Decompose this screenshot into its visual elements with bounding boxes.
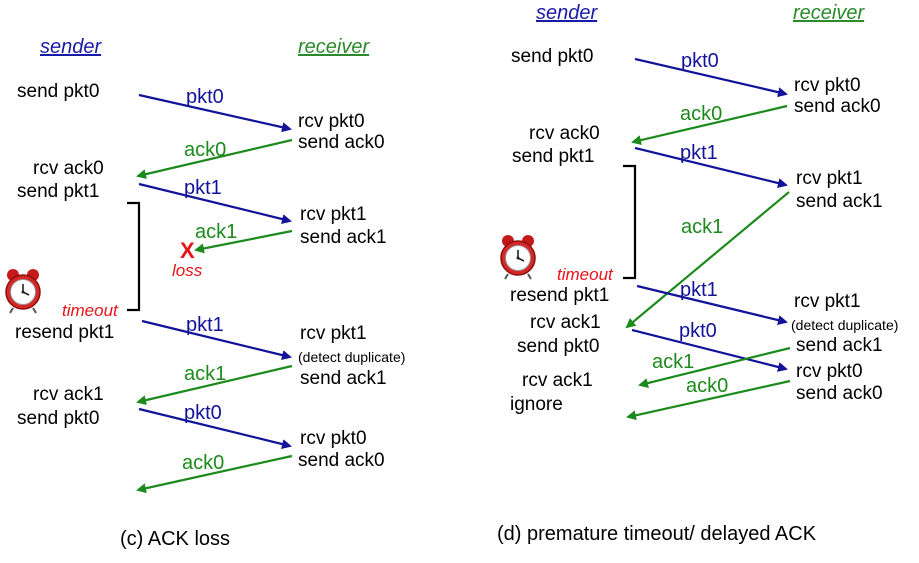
timeout-label: timeout <box>62 301 119 320</box>
sender-event: rcv ack1 <box>33 384 104 405</box>
message-label: ack1 <box>681 216 723 238</box>
sender-event: rcv ack0 <box>529 123 600 144</box>
packet-arrow <box>631 328 788 372</box>
receiver-event: rcv pkt0 <box>300 428 367 449</box>
ack-arrow <box>194 229 293 254</box>
panel-premature-timeout: sender receiver send pkt0 rcv ack0 send … <box>497 2 898 545</box>
packet-arrow <box>138 93 292 133</box>
sender-event: rcv ack1 <box>530 312 601 333</box>
receiver-event: send ack1 <box>300 368 387 389</box>
receiver-event: send ack0 <box>794 96 881 117</box>
receiver-event: rcv pkt0 <box>796 361 863 382</box>
timeout-bracket <box>127 201 141 312</box>
receiver-event: rcv pkt0 <box>298 111 365 132</box>
timeout-bracket <box>623 164 637 280</box>
sender-event: resend pkt1 <box>15 322 114 343</box>
receiver-event: rcv pkt1 <box>300 323 367 344</box>
message-label: pkt0 <box>681 50 719 72</box>
ack-arrow <box>631 104 788 146</box>
packet-arrow <box>636 284 788 325</box>
receiver-event: send ack0 <box>796 383 883 404</box>
ack-arrow <box>136 364 293 406</box>
sender-event: send pkt0 <box>17 408 99 429</box>
message-label: ack1 <box>652 351 694 373</box>
sender-header: sender <box>40 36 102 58</box>
receiver-header: receiver <box>298 36 370 58</box>
message-label: ack0 <box>184 139 226 161</box>
sender-event: rcv ack0 <box>33 158 104 179</box>
receiver-event: send ack1 <box>796 335 883 356</box>
sender-event: send pkt0 <box>17 81 99 102</box>
receiver-header: receiver <box>793 2 865 24</box>
message-label: ack0 <box>680 103 722 125</box>
receiver-event: rcv pkt0 <box>794 75 861 96</box>
receiver-event: send ack0 <box>298 132 385 153</box>
timeout-label: timeout <box>557 265 614 284</box>
packet-arrow <box>141 319 292 360</box>
sender-header: sender <box>536 2 598 24</box>
message-label: pkt0 <box>186 86 224 108</box>
receiver-event: send ack0 <box>298 450 385 471</box>
caption: (d) premature timeout/ delayed ACK <box>497 523 817 545</box>
receiver-event: rcv pkt1 <box>300 204 367 225</box>
sender-event: resend pkt1 <box>510 285 609 306</box>
sender-event: send pkt0 <box>511 46 593 67</box>
sender-event: send pkt1 <box>17 181 99 202</box>
message-label: pkt1 <box>680 142 718 164</box>
sender-event: ignore <box>510 394 563 415</box>
panel-ack-loss: sender receiver send pkt0 rcv ack0 send … <box>5 36 405 550</box>
message-label: ack0 <box>182 452 224 474</box>
sender-event: rcv ack1 <box>522 370 593 391</box>
receiver-event: (detect duplicate) <box>298 349 405 365</box>
receiver-event: rcv pkt1 <box>796 168 863 189</box>
ack-arrow <box>136 138 293 180</box>
loss-label: loss <box>172 261 203 280</box>
packet-arrow <box>634 57 788 98</box>
receiver-event: send ack1 <box>796 191 883 212</box>
ack-arrow <box>626 379 791 421</box>
message-label: pkt1 <box>680 279 718 301</box>
receiver-event: send ack1 <box>300 227 387 248</box>
packet-arrow <box>634 146 788 188</box>
ack-arrow <box>638 346 791 388</box>
sender-event: send pkt0 <box>517 336 599 357</box>
message-label: ack0 <box>686 375 728 397</box>
message-label: ack1 <box>195 221 237 243</box>
packet-arrow <box>138 407 292 449</box>
packet-arrow <box>138 182 292 224</box>
message-label: pkt1 <box>184 177 222 199</box>
caption: (c) ACK loss <box>120 528 230 550</box>
message-label: pkt0 <box>679 320 717 342</box>
message-label: pkt0 <box>184 402 222 424</box>
ack-arrow <box>625 191 790 329</box>
message-label: pkt1 <box>186 314 224 336</box>
loss-x-icon: X <box>180 238 195 263</box>
sender-event: send pkt1 <box>512 146 594 167</box>
ack-arrow <box>136 454 293 494</box>
alarm-clock-icon <box>500 234 536 280</box>
message-label: ack1 <box>184 363 226 385</box>
receiver-event: (detect duplicate) <box>791 317 898 333</box>
alarm-clock-icon <box>5 268 41 314</box>
receiver-event: rcv pkt1 <box>794 291 861 312</box>
